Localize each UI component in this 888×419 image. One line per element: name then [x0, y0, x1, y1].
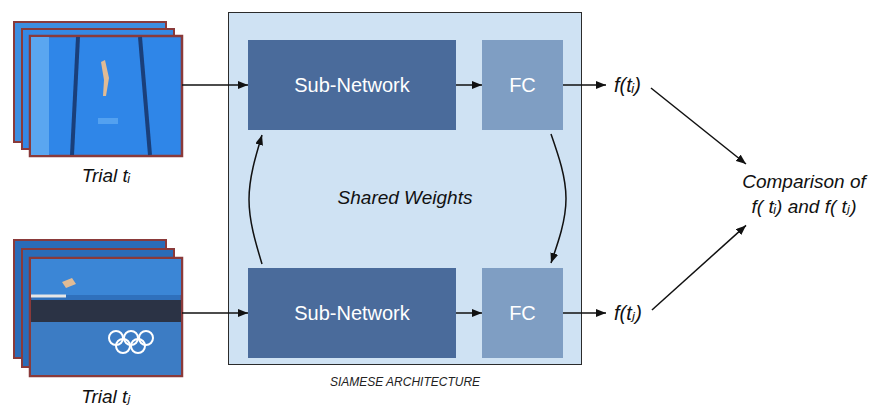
embedding-label: f(tᵢ)	[614, 73, 641, 97]
arrow-connector	[651, 88, 746, 164]
arrow-connector	[652, 225, 746, 310]
video-frames-bottom	[14, 240, 182, 376]
diver	[62, 278, 76, 288]
video-frames-top	[14, 22, 182, 156]
arrow-connector	[563, 312, 606, 314]
arrow-connector	[249, 135, 262, 264]
plain-label: f(tⱼ)	[614, 301, 642, 325]
ring	[116, 339, 130, 353]
banner	[31, 259, 181, 295]
video-frames: Trial tᵢ	[30, 36, 182, 156]
ring	[139, 331, 153, 345]
trial-caption: Trial tᵢ	[0, 165, 212, 187]
region-title: SIAMESE ARCHITECTURE	[229, 375, 581, 389]
platform	[31, 295, 66, 298]
arrow-connector	[551, 134, 566, 263]
plain-label: f(tᵢ)	[614, 73, 641, 97]
arrow-connector	[182, 312, 248, 314]
video-frames: Trial tⱼ	[30, 258, 182, 376]
arrow-connector	[182, 84, 248, 86]
wall	[31, 322, 181, 375]
trial-caption: Trial tⱼ	[0, 385, 212, 408]
fc-box: FC	[482, 268, 563, 358]
lane-line	[72, 37, 78, 155]
diver	[101, 60, 109, 96]
cmp-label: Comparison of f( tᵢ) and f( tⱼ)	[742, 170, 866, 219]
pool-wall	[31, 37, 49, 155]
box-label: Sub-Network	[294, 302, 410, 325]
water-glint	[98, 118, 118, 124]
lane-line	[140, 37, 150, 155]
box-label: FC	[509, 74, 536, 97]
shared-note: Shared Weights	[229, 187, 581, 209]
arrow-connector	[563, 84, 606, 86]
siamese-region: Shared WeightsSIAMESE ARCHITECTURESub-Ne…	[228, 12, 582, 365]
front-frame	[30, 36, 182, 156]
ring	[131, 339, 145, 353]
sub-network-box: Sub-Network	[248, 40, 456, 130]
crowd	[31, 300, 181, 322]
olympic-rings	[109, 331, 153, 353]
embedding-label: f(tⱼ)	[614, 301, 642, 325]
box-label: FC	[509, 302, 536, 325]
comparison-label: Comparison of f( tᵢ) and f( tⱼ)	[742, 170, 866, 219]
front-frame	[30, 258, 182, 376]
fc-box: FC	[482, 40, 563, 130]
arrow-connector	[456, 84, 482, 86]
arrow-connector	[456, 312, 482, 314]
sub-network-box: Sub-Network	[248, 268, 456, 358]
box-label: Sub-Network	[294, 74, 410, 97]
